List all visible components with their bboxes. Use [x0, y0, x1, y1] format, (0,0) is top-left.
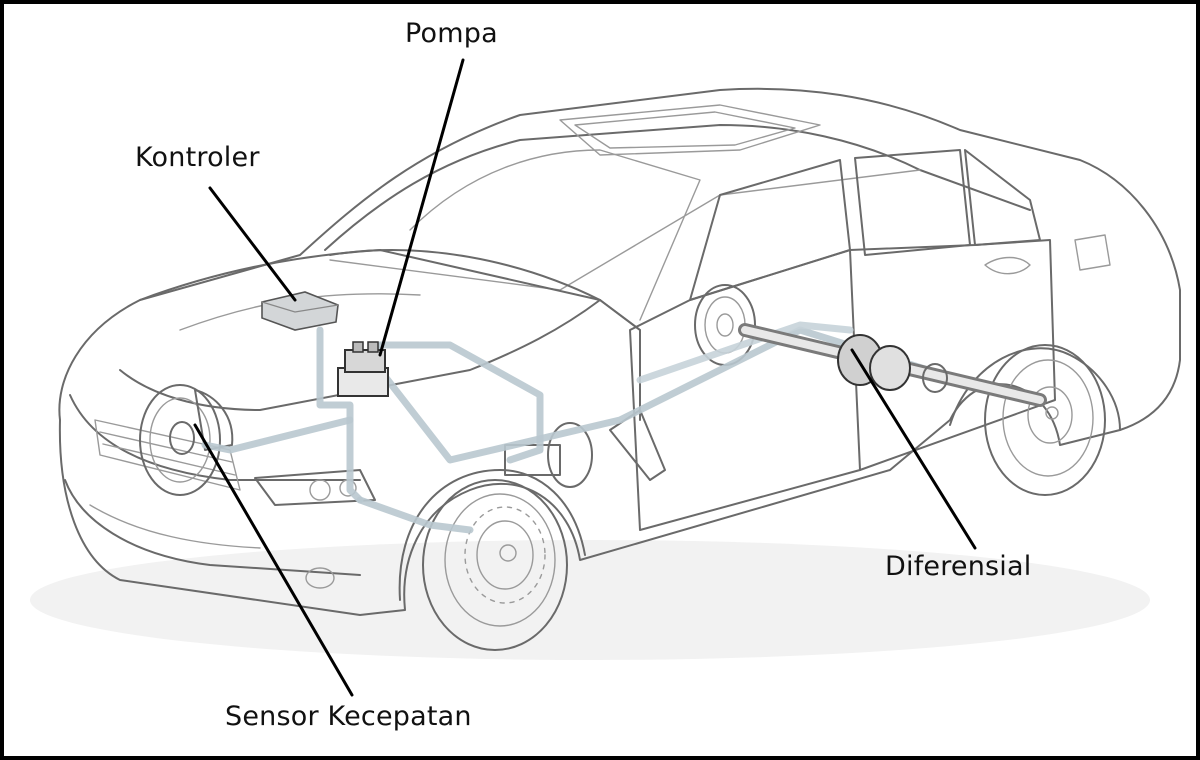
rear-wheel [984, 344, 1106, 496]
driveshaft [738, 323, 1047, 407]
pump-unit [337, 341, 389, 397]
ground-shadow [30, 540, 1150, 660]
front-brake-disc [139, 384, 234, 496]
leader-lines [193, 58, 977, 697]
leader-differential [850, 348, 977, 550]
controller-unit [261, 291, 339, 331]
car-body [58, 87, 1181, 616]
leader-speed-sensor [193, 423, 354, 697]
front-right-brake [504, 422, 593, 488]
label-controller: Kontroler [135, 142, 260, 173]
label-differential: Diferensial [885, 551, 1032, 582]
label-pump: Pompa [405, 18, 498, 49]
front-wheel [422, 479, 568, 651]
leader-controller [208, 186, 297, 302]
brake-lines [201, 321, 1024, 534]
label-speed-sensor: Sensor Kecepatan [225, 701, 472, 732]
leader-pump [378, 58, 465, 357]
